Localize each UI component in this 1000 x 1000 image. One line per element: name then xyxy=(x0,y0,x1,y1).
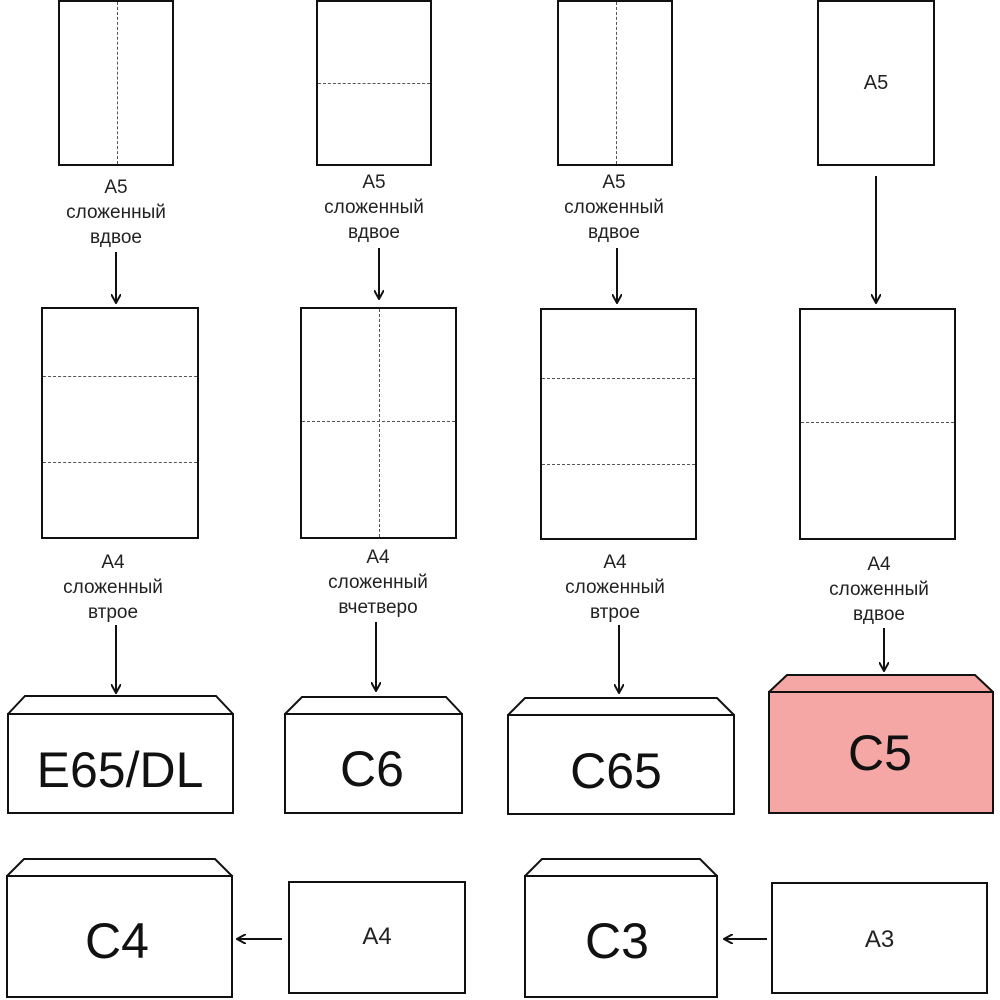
envelope-c65: C65 xyxy=(507,697,735,815)
fold-line xyxy=(302,421,455,422)
a5-sheet-col4: A5 xyxy=(817,0,935,166)
caption-a5-col3: A5 сложенный вдвое xyxy=(564,172,664,243)
envelope-label: C65 xyxy=(570,743,662,799)
caption-a5-col2: A5 сложенный вдвое xyxy=(324,172,424,243)
fold-line xyxy=(318,83,430,84)
envelope-label: C4 xyxy=(85,913,149,969)
sheet-label-a3: A3 xyxy=(864,926,895,953)
fold-line xyxy=(117,2,118,164)
fold-line xyxy=(801,422,954,423)
caption-a5-col1: A5 сложенный вдвое xyxy=(66,177,166,248)
fold-line xyxy=(542,464,695,465)
sheet-label-a5: A5 xyxy=(863,72,889,94)
envelope-label: C3 xyxy=(585,913,649,969)
sheet-label-a4: A4 xyxy=(362,923,392,950)
envelope-label: E65/DL xyxy=(37,742,204,798)
a4-sheet-landscape: A4 xyxy=(288,881,466,994)
a4-sheet-col4 xyxy=(799,308,956,540)
a4-sheet-col1 xyxy=(41,307,199,539)
caption-a4-col4: A4 сложенный вдвое xyxy=(829,554,929,625)
envelope-c3: C3 xyxy=(524,858,718,998)
caption-a4-col2: A4 сложенный вчетверо xyxy=(328,547,428,618)
envelope-c5: C5 xyxy=(768,674,994,814)
fold-line xyxy=(43,462,197,463)
a5-sheet-col3 xyxy=(557,0,673,166)
caption-a4-col3: A4 сложенный втрое xyxy=(565,552,665,623)
a4-sheet-col3 xyxy=(540,308,697,540)
fold-line xyxy=(542,378,695,379)
envelope-c4: C4 xyxy=(6,858,233,998)
fold-line xyxy=(379,309,380,537)
a5-sheet-col1 xyxy=(58,0,174,166)
fold-line xyxy=(43,376,197,377)
caption-a4-col1: A4 сложенный втрое xyxy=(63,552,163,623)
envelope-c6: C6 xyxy=(284,696,463,814)
envelope-label: C6 xyxy=(340,741,404,797)
fold-line xyxy=(616,2,617,164)
a4-sheet-col2 xyxy=(300,307,457,539)
envelope-label: C5 xyxy=(848,725,912,781)
a3-sheet-landscape: A3 xyxy=(771,882,988,994)
envelope-e65-dl: E65/DL xyxy=(7,695,234,814)
a5-sheet-col2 xyxy=(316,0,432,166)
